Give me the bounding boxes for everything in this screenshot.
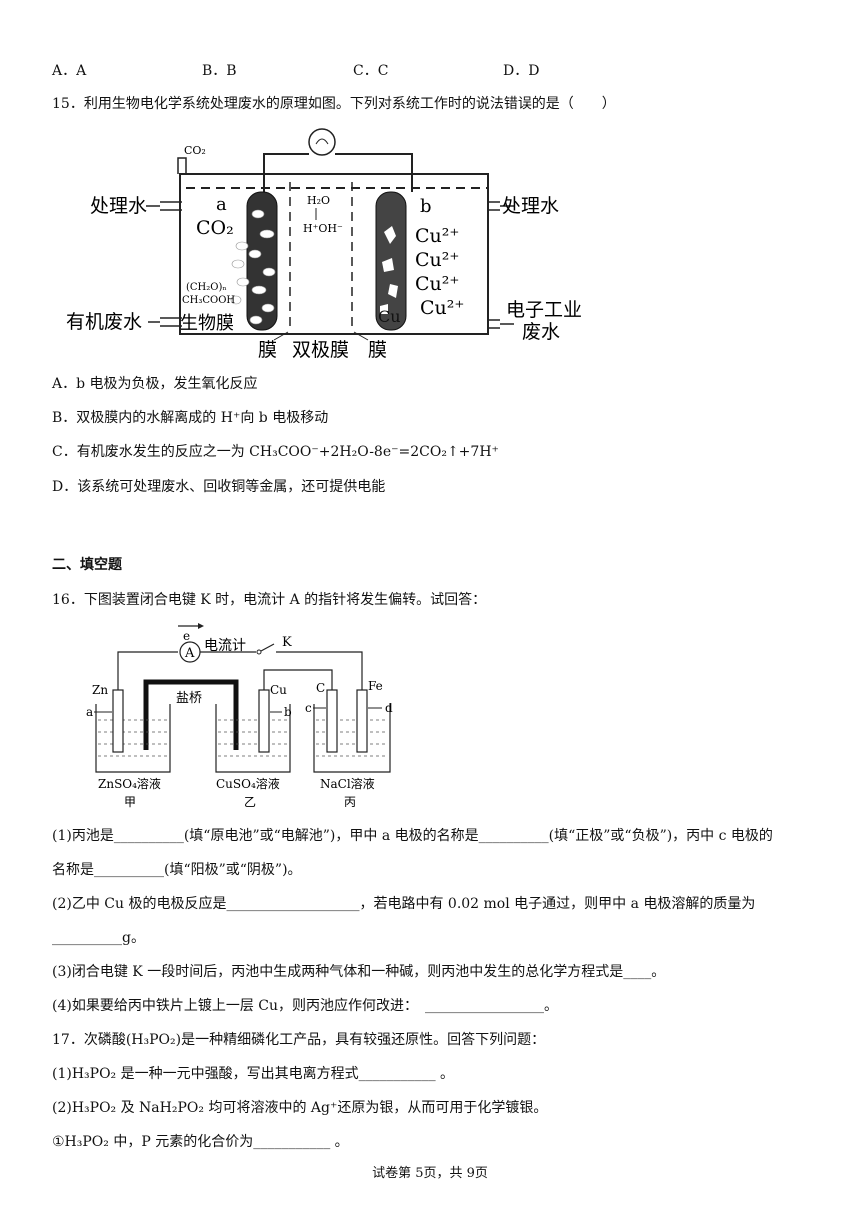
right-in-label-2: 废水 — [522, 321, 560, 343]
co2-label: CO₂ — [196, 217, 234, 239]
h2o-label: H₂O — [307, 194, 330, 207]
q17-stem: 17．次磷酸(H₃PO₂)是一种精细磷化工产品，具有较强还原性。回答下列问题： — [52, 1032, 546, 1048]
option-a: A．A — [52, 63, 87, 79]
q16-part4: (4)如果要给丙中铁片上镀上一层 Cu，则丙池应作何改进： __________… — [52, 998, 559, 1014]
ammeter-label: 电流计 — [204, 638, 246, 654]
q15-figure: CO₂ 处理水 a CO₂ (CH₂O)ₙ CH₃COOH 有机废水 生物膜 H… — [66, 128, 582, 361]
q16-part2-line2: __________g。 — [52, 930, 145, 946]
q15-option-b: B．双极膜内的水解离成的 H⁺向 b 电极移动 — [52, 410, 329, 426]
q16-part1-line2: 名称是__________(填“阳极”或“阴极”)。 — [52, 862, 302, 878]
q17-part2: (2)H₃PO₂ 及 NaH₂PO₂ 均可将溶液中的 Ag⁺还原为银，从而可用于… — [52, 1100, 548, 1116]
electrode-b-label: b — [420, 196, 432, 217]
fe-label: Fe — [368, 679, 383, 693]
cu-ion-2: Cu²⁺ — [415, 249, 459, 271]
bulb-icon — [308, 128, 336, 156]
option-c: C．C — [353, 63, 389, 79]
q16-part1-line1: (1)丙池是__________(填“原电池”或“电解池”)，甲中 a 电极的名… — [52, 828, 773, 844]
cu-label: Cu — [270, 683, 287, 697]
co2-top-label: CO₂ — [184, 144, 206, 157]
q15-option-a: A．b 电极为负极，发生氧化反应 — [52, 376, 258, 392]
znso4-label: ZnSO₄溶液 — [98, 776, 161, 791]
q16-stem: 16．下图装置闭合电键 K 时，电流计 A 的指针将发生偏转。试回答： — [52, 592, 487, 608]
h-oh-label: H⁺OH⁻ — [303, 222, 343, 235]
c-small-label: c — [305, 701, 312, 715]
bipolar-membrane-label: 双极膜 — [292, 339, 349, 361]
cu-ion-1: Cu²⁺ — [415, 225, 459, 247]
electrode-a-label: a — [216, 194, 227, 215]
switch-label: K — [282, 635, 292, 650]
b-label: b — [284, 705, 292, 719]
a-label: a — [86, 705, 93, 719]
q16-figure: e A 电流计 K 盐桥 Zn Cu C Fe a b c d ZnSO₄ — [86, 623, 393, 809]
ch3cooh-label: CH₃COOH — [182, 295, 235, 306]
bing-label: 丙 — [344, 795, 356, 809]
bio-film-label: 生物膜 — [180, 313, 234, 334]
page-footer: 试卷第 5页，共 9页 — [372, 1166, 488, 1181]
option-b: B．B — [202, 63, 237, 79]
membrane-left-label: 膜 — [258, 339, 277, 361]
q17-part2-sub1: ①H₃PO₂ 中，P 元素的化合价为___________ 。 — [52, 1134, 349, 1150]
q16-part2-line1: (2)乙中 Cu 极的电极反应是___________________，若电路中… — [52, 896, 756, 912]
left-out-label: 处理水 — [90, 195, 147, 217]
ammeter-icon: A — [184, 646, 195, 661]
cu-ion-3: Cu²⁺ — [415, 273, 459, 295]
section-heading: 二、填空题 — [52, 557, 122, 573]
cuso4-label: CuSO₄溶液 — [216, 776, 280, 791]
q15-stem: 15．利用生物电化学系统处理废水的原理如图。下列对系统工作时的说法错误的是（ ） — [52, 96, 616, 112]
q16-part3: (3)闭合电键 K 一段时间后，丙池中生成两种气体和一种碱，则丙池中发生的总化学… — [52, 964, 666, 980]
right-out-label: 处理水 — [502, 195, 559, 217]
yi-label: 乙 — [244, 795, 256, 809]
d-label: d — [385, 701, 393, 715]
nacl-label: NaCl溶液 — [320, 776, 375, 791]
jia-label: 甲 — [124, 795, 136, 809]
left-in-label: 有机废水 — [66, 311, 142, 333]
option-d: D．D — [503, 63, 540, 79]
membrane-right-label: 膜 — [368, 339, 387, 361]
c-label: C — [316, 681, 325, 695]
q15-option-c: C．有机废水发生的反应之一为 CH₃COO⁻+2H₂O-8e⁻=2CO₂↑+7H… — [52, 444, 499, 460]
zn-label: Zn — [92, 683, 108, 697]
cu-ion-4: Cu²⁺ — [420, 297, 464, 319]
ch2o-label: (CH₂O)ₙ — [186, 282, 227, 293]
salt-bridge-label: 盐桥 — [176, 691, 202, 706]
right-in-label-1: 电子工业 — [506, 299, 582, 321]
electron-label: e — [183, 629, 190, 643]
cu-electrode-label: Cu — [378, 307, 401, 326]
q15-option-d: D．该系统可处理废水、回收铜等金属，还可提供电能 — [52, 479, 386, 495]
q17-part1: (1)H₃PO₂ 是一种一元中强酸，写出其电离方程式___________ 。 — [52, 1066, 455, 1082]
